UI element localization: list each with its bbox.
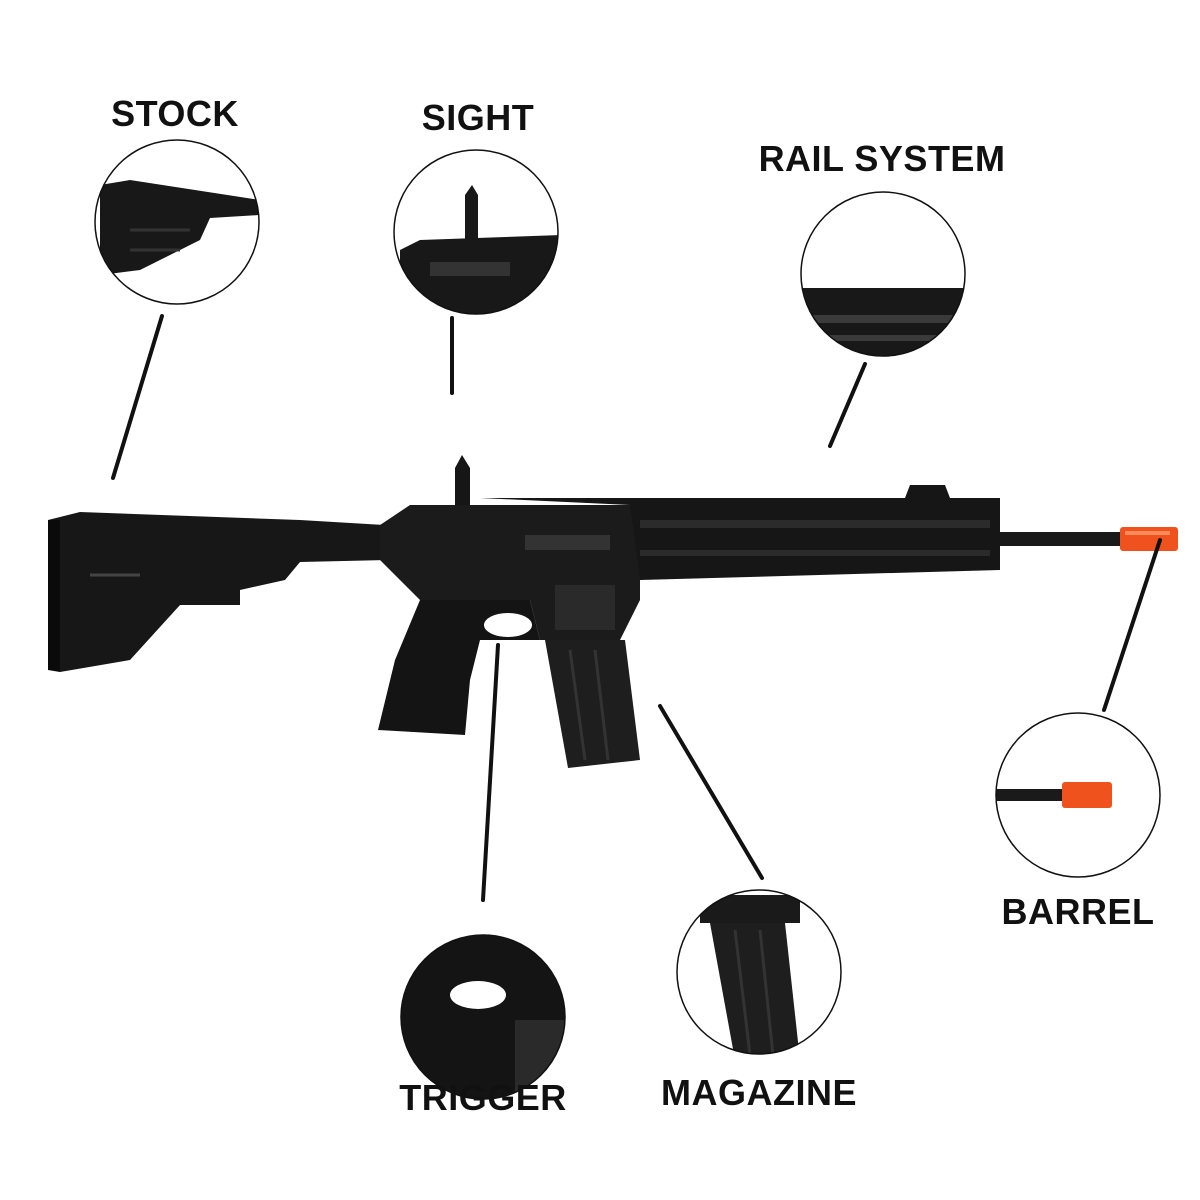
stock-part — [48, 512, 385, 672]
rail-system-part — [480, 485, 1000, 580]
trigger-callout-line — [481, 643, 500, 902]
rail-system-label: RAIL SYSTEM — [758, 138, 1006, 179]
rail-detail-circle — [800, 191, 966, 357]
barrel-label: BARREL — [1001, 891, 1155, 932]
rifle — [48, 455, 1178, 768]
trigger-label: TRIGGER — [399, 1077, 567, 1118]
magazine-detail-circle — [676, 889, 842, 1055]
receiver-part — [380, 505, 640, 640]
magazine-callout-line — [658, 704, 764, 880]
stock-callout-line — [111, 314, 164, 480]
sight-detail-circle — [393, 149, 559, 315]
trigger-part — [378, 600, 540, 735]
callout-lines — [111, 314, 1162, 902]
barrel-part — [1000, 527, 1178, 551]
rail-callout-line — [828, 362, 867, 448]
barrel-callout-line — [1102, 538, 1162, 712]
magazine-part — [545, 640, 640, 768]
sight-part — [455, 455, 470, 505]
sight-label: SIGHT — [421, 97, 535, 138]
stock-detail-circle — [94, 139, 260, 305]
stock-label: STOCK — [111, 93, 239, 134]
barrel-detail-circle — [995, 712, 1161, 878]
magazine-label: MAGAZINE — [661, 1072, 857, 1113]
